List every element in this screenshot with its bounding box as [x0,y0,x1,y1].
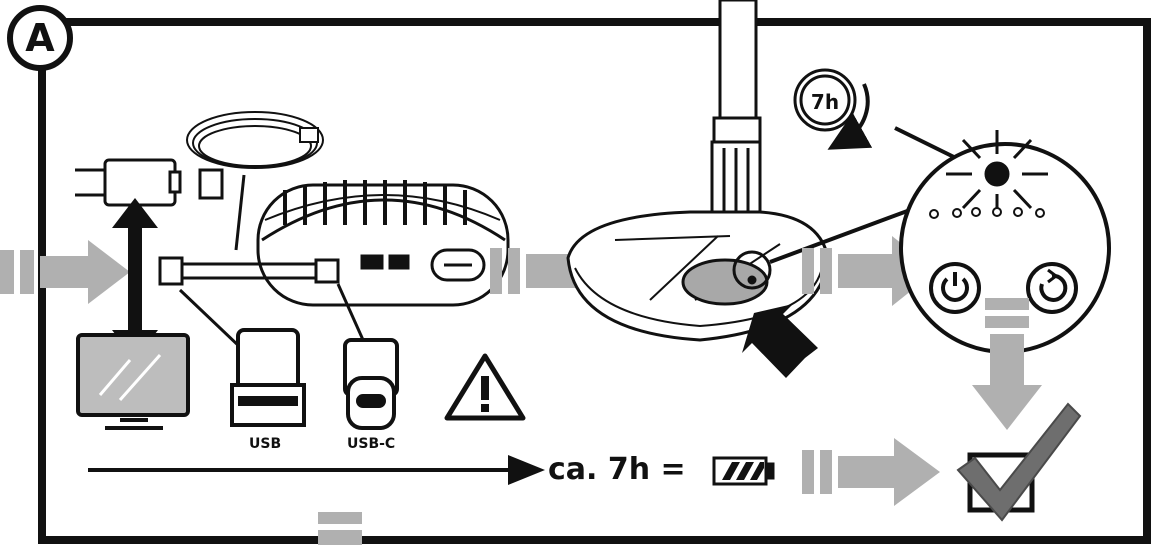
usb-c-connector-icon [343,338,399,430]
flow-arrow-entry [0,240,130,304]
led-indicator-row [929,207,1045,219]
duration-arrow [88,455,545,485]
step-badge [7,5,73,71]
wall-plug-icon [75,158,182,207]
usb-connector-icon [230,328,306,427]
warning-icon [444,353,526,421]
flow-arrow-final [802,438,940,506]
battery-full-icon [712,456,775,486]
reset-button-icon [1026,262,1078,314]
usb-c-label: USB-C [347,436,396,452]
usb-cable-icon [186,111,324,251]
speaker-device [256,180,510,307]
flow-arrow-down [972,298,1042,430]
monitor-icon [76,333,190,430]
step-badge-label: A [25,16,55,60]
flow-arrow-exit [318,512,362,545]
power-button-icon [929,262,981,314]
timer-icon [793,68,961,162]
duration-label: ca. 7h = [548,452,686,487]
usb-c-plug-inserted [158,256,340,286]
pointer-arrow [742,304,818,378]
checkbox-check-icon [956,402,1082,522]
timer-label: 7h [810,90,840,114]
stand-base [566,0,911,342]
usb-label: USB [249,436,282,452]
